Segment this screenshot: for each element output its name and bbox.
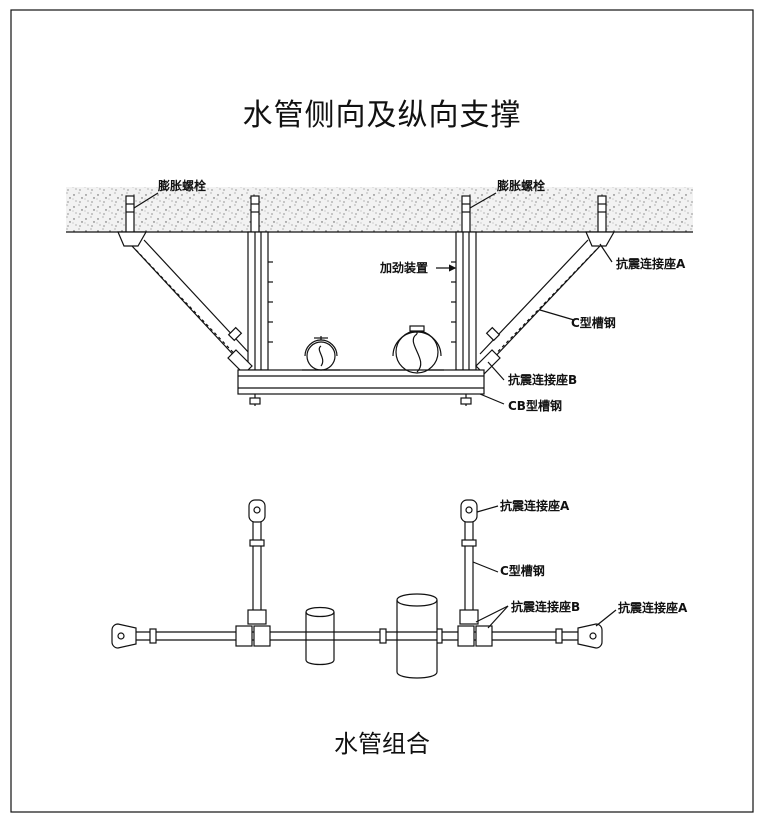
expansion-bolt-right-outer	[597, 195, 607, 233]
label-seat-a-plan-right: 抗震连接座A	[618, 600, 688, 615]
leader-seat-a-plan-right	[595, 609, 617, 627]
plan-small-pipe	[305, 606, 335, 666]
leader-seat-a-plan	[476, 505, 499, 513]
leader-anchor-left	[133, 192, 159, 209]
vertical-hanger-right	[451, 231, 477, 371]
ceiling-slab	[66, 187, 693, 232]
leader-cb-channel	[479, 393, 505, 405]
label-anchor-right: 膨胀螺栓	[496, 178, 545, 193]
label-anchor-left: 膨胀螺栓	[157, 178, 206, 193]
leader-seat-b-plan-2	[487, 605, 509, 629]
large-pipe	[390, 325, 444, 374]
expansion-bolt-left-outer	[125, 195, 135, 233]
plan-longitudinal-brace	[111, 623, 603, 649]
drawing-subtitle: 水管组合	[334, 730, 430, 758]
leader-c-channel-top	[539, 309, 575, 321]
label-cb-channel: CB型槽钢	[508, 398, 562, 413]
leader-seat-a-top	[599, 243, 613, 263]
seat-a-left	[117, 231, 148, 247]
plan-large-pipe	[396, 593, 438, 679]
label-seat-b-top: 抗震连接座B	[508, 372, 577, 387]
sheet-border	[10, 9, 754, 813]
label-seat-a-plan: 抗震连接座A	[500, 498, 570, 513]
label-c-channel-plan: C型槽钢	[500, 563, 545, 578]
leader-seat-b-top	[487, 361, 505, 381]
plan-view	[111, 499, 617, 679]
drawing-title: 水管侧向及纵向支撑	[242, 98, 522, 133]
diagonal-brace-left	[131, 239, 251, 367]
label-stiffener: 加劲装置	[379, 260, 428, 275]
leader-seat-b-plan-1	[475, 605, 509, 623]
vertical-hanger-left	[247, 231, 273, 371]
seat-a-right	[585, 231, 616, 247]
leader-c-channel-plan	[472, 561, 499, 573]
expansion-bolt-left-inner	[250, 195, 260, 233]
small-pipe	[302, 336, 340, 371]
expansion-bolt-right-inner	[461, 195, 471, 233]
label-seat-a-top: 抗震连接座A	[616, 256, 686, 271]
label-c-channel-top: C型槽钢	[571, 315, 616, 330]
elevation-view	[66, 187, 693, 406]
plan-brace-left	[235, 499, 271, 647]
plan-brace-right	[457, 499, 493, 647]
leader-anchor-right	[469, 192, 497, 209]
diagonal-brace-right	[479, 239, 601, 367]
label-seat-b-plan: 抗震连接座B	[511, 599, 580, 614]
cb-channel-beam	[237, 369, 485, 406]
